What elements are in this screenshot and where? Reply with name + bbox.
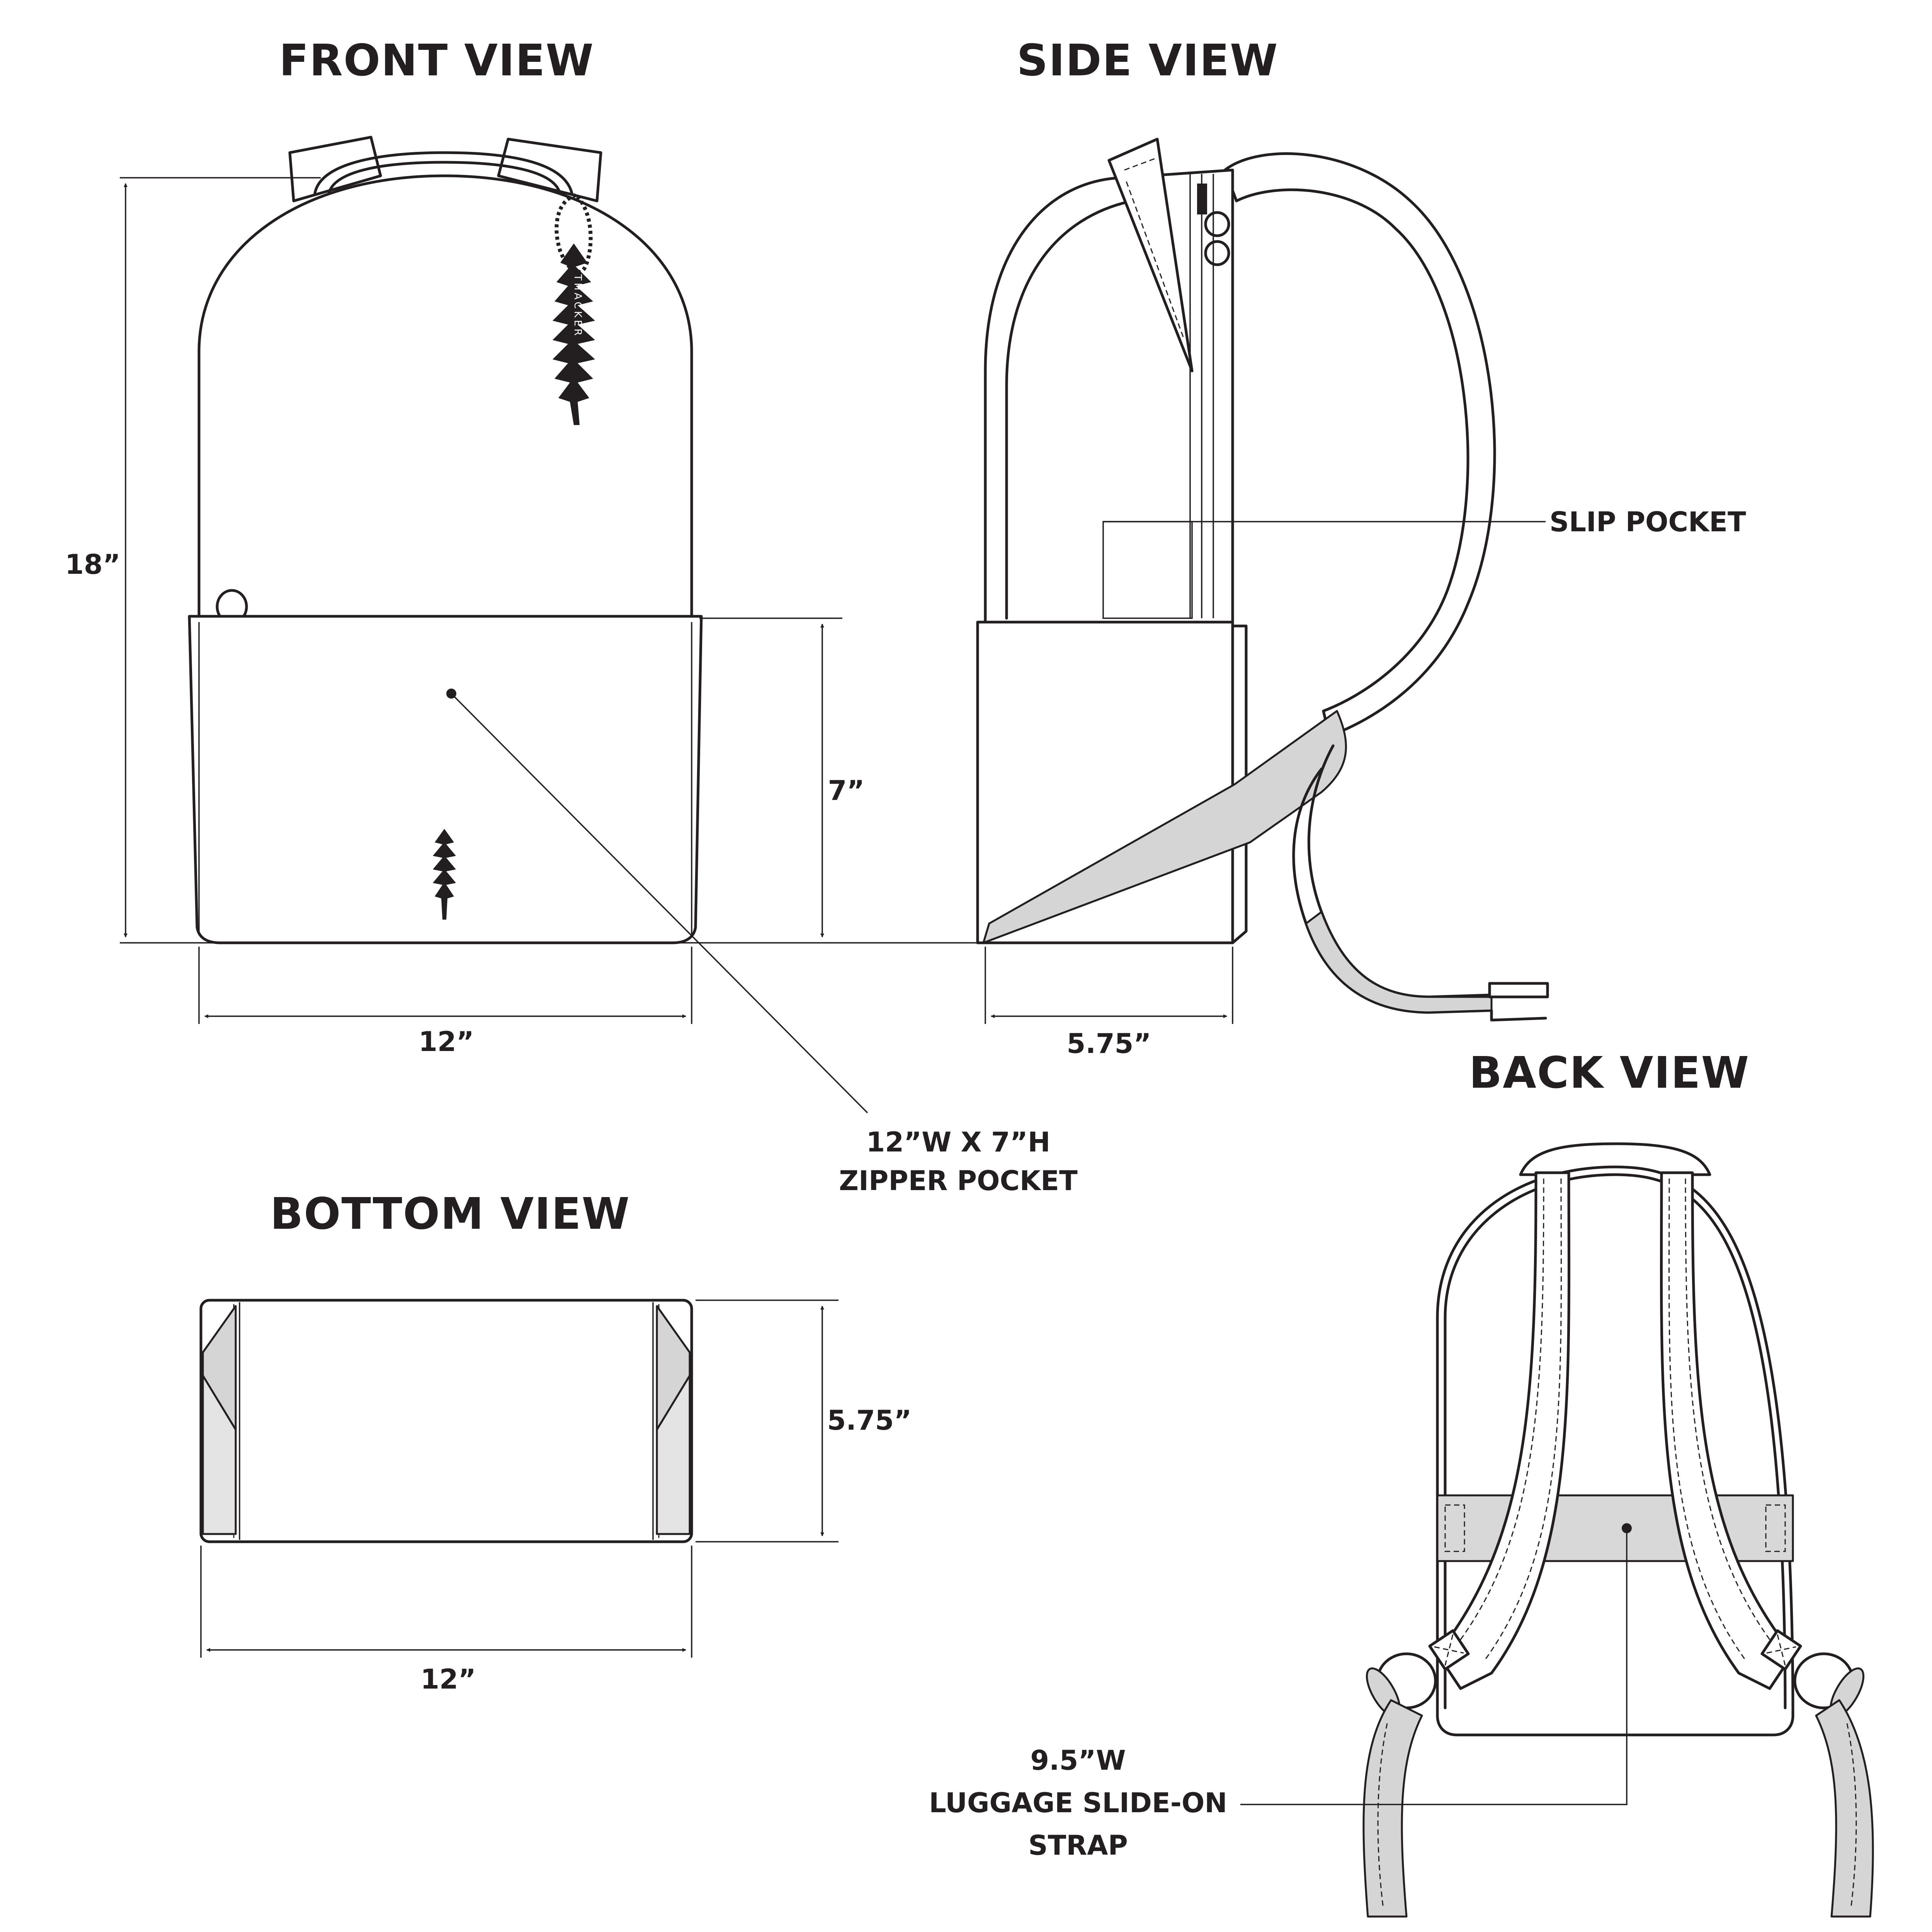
zipper-pocket-line2: ZIPPER POCKET: [839, 1165, 1078, 1197]
brand-tag-text: THACKER: [572, 274, 583, 338]
slip-pocket-callout: SLIP POCKET: [1103, 506, 1746, 538]
back-view-drawing: [1362, 1142, 1874, 1918]
back-view-title: BACK VIEW: [1469, 1048, 1750, 1098]
luggage-strap-callout: 9.5”W LUGGAGE SLIDE-ON STRAP: [929, 1528, 1628, 1861]
side-view-drawing: [976, 138, 1549, 1022]
bottom-view-drawing: [199, 1299, 693, 1543]
front-view-title: FRONT VIEW: [279, 36, 594, 86]
side-depth-label: 5.75”: [1067, 1028, 1151, 1060]
front-height-label: 18”: [65, 549, 120, 580]
bottom-depth-label: 5.75”: [827, 1405, 912, 1436]
bottom-dimensions: 5.75” 12”: [200, 1299, 912, 1695]
side-view-title: SIDE VIEW: [1017, 36, 1278, 86]
luggage-strap-line1: 9.5”W: [1030, 1745, 1126, 1776]
front-width-label: 12”: [418, 1026, 474, 1058]
slip-pocket-label: SLIP POCKET: [1549, 506, 1746, 538]
front-view-drawing: THACKER: [188, 136, 703, 944]
zipper-pocket-line1: 12”W X 7”H: [866, 1126, 1051, 1158]
front-dimensions: 18” 7” 12”: [65, 177, 981, 1058]
bottom-width-label: 12”: [420, 1663, 476, 1695]
luggage-strap-line3: STRAP: [1028, 1830, 1128, 1861]
luggage-strap-line2: LUGGAGE SLIDE-ON: [929, 1787, 1227, 1819]
pocket-height-label: 7”: [828, 775, 865, 806]
side-dimensions: 5.75”: [985, 947, 1233, 1060]
zipper-pocket-callout: 12”W X 7”H ZIPPER POCKET: [451, 693, 1078, 1197]
bottom-view-title: BOTTOM VIEW: [270, 1189, 630, 1239]
